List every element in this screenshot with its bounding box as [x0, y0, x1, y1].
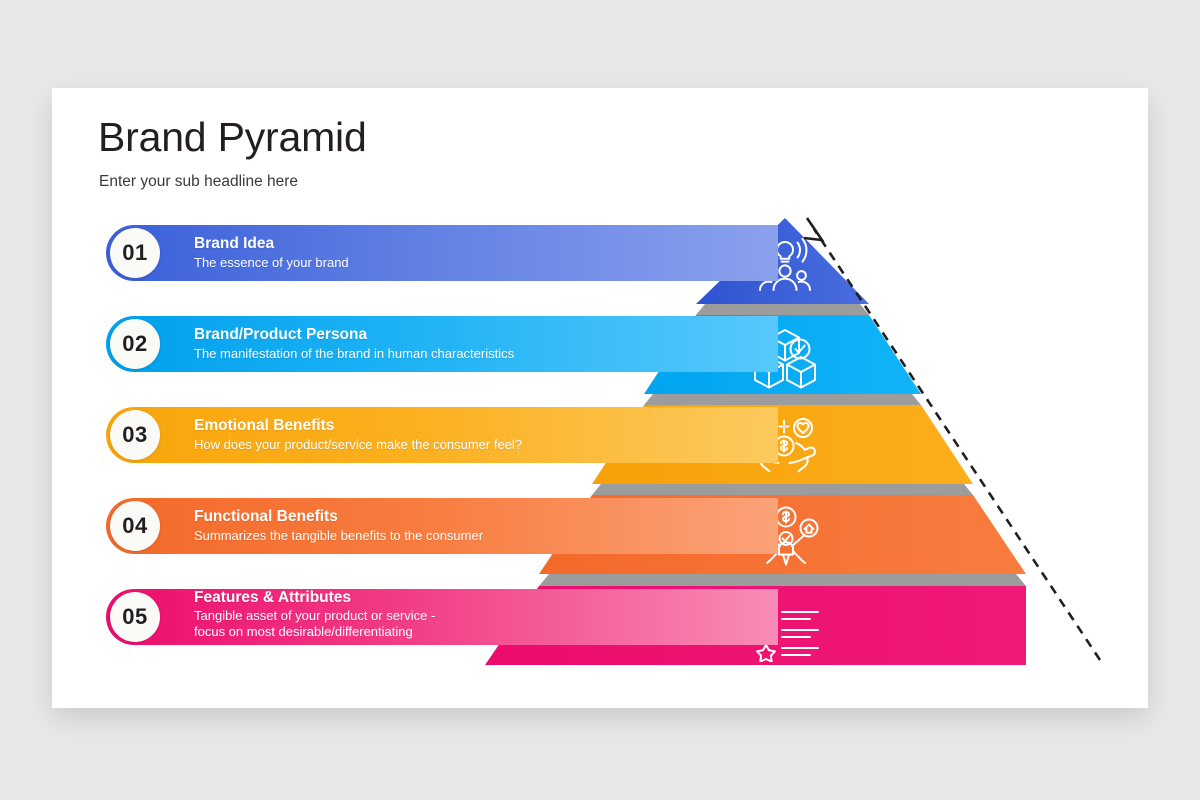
row-5-text: Features & Attributes Tangible asset of …: [194, 586, 435, 642]
tier-2-shadow: [696, 304, 869, 315]
pyramid-row-4[interactable]: 04 Functional Benefits Summarizes the ta…: [106, 498, 778, 554]
row-4-number: 04: [110, 501, 160, 551]
row-5-description: Tangible asset of your product or servic…: [194, 608, 436, 624]
row-3-bar: [106, 407, 778, 463]
tier-5-shadow: [539, 574, 1026, 586]
pyramid-row-5[interactable]: 05 Features & Attributes Tangible asset …: [106, 589, 778, 645]
row-4-title: Functional Benefits: [194, 508, 338, 526]
pyramid-row-3[interactable]: 03 Emotional Benefits How does your prod…: [106, 407, 778, 463]
pyramid-row-2[interactable]: 02 Brand/Product Persona The manifestati…: [106, 316, 778, 372]
row-1-description: The essence of your brand: [194, 255, 349, 271]
row-3-description: How does your product/service make the c…: [194, 437, 523, 453]
row-1-number: 01: [110, 228, 160, 278]
tier-4-shadow: [592, 484, 973, 495]
row-3-number: 03: [110, 410, 160, 460]
page-subtitle: Enter your sub headline here: [99, 173, 299, 190]
row-2-title: Brand/Product Persona: [194, 326, 368, 344]
row-5-bar: [106, 589, 778, 645]
slide-card: Brand Pyramid Enter your sub headline he…: [52, 88, 1148, 708]
row-4-text: Functional Benefits Summarizes the tangi…: [194, 498, 483, 554]
dashed-upward-arrow: [803, 217, 1102, 661]
row-2-description: The manifestation of the brand in human …: [194, 346, 515, 362]
row-4-description: Summarizes the tangible benefits to the …: [194, 528, 484, 544]
row-1-title: Brand Idea: [194, 235, 275, 253]
row-5-title: Features & Attributes: [194, 588, 352, 606]
row-2-text: Brand/Product Persona The manifestation …: [194, 316, 514, 372]
row-3-text: Emotional Benefits How does your product…: [194, 407, 522, 463]
row-5-description-line2: focus on most desirable/differentiating: [194, 623, 413, 639]
page-title: Brand Pyramid: [98, 114, 367, 160]
row-1-text: Brand Idea The essence of your brand: [194, 225, 349, 281]
row-4-bar: [106, 498, 778, 554]
row-5-number: 05: [110, 592, 160, 642]
row-3-title: Emotional Benefits: [194, 417, 335, 435]
pyramid-row-1[interactable]: 01 Brand Idea The essence of your brand: [106, 225, 778, 281]
row-2-bar: [106, 316, 778, 372]
row-1-bar: [106, 225, 778, 281]
tier-3-shadow: [644, 394, 921, 405]
row-2-number: 02: [110, 319, 160, 369]
